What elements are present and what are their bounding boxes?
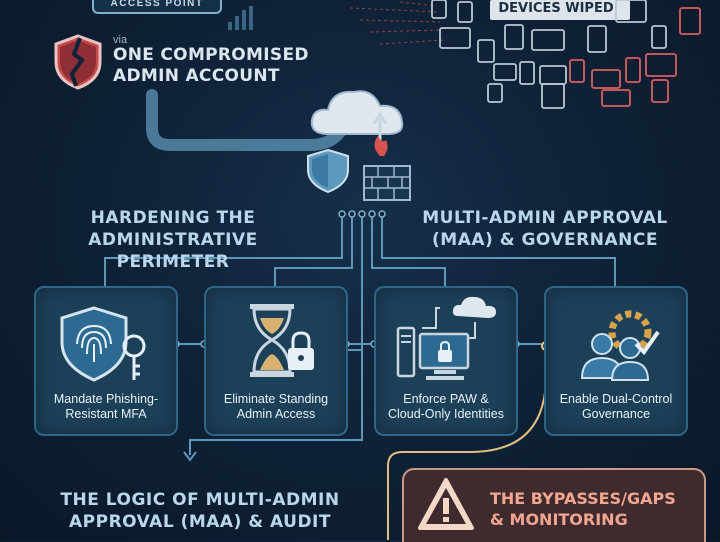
cloud-icon [310,90,404,135]
users-gear-check-icon [580,310,660,381]
bypass-monitoring-box: THE BYPASSES/GAPS & MONITORING [402,468,706,542]
section-header-maa-governance: MULTI-ADMIN APPROVAL (MAA) & GOVERNANCE [422,208,668,250]
firewall-icon [363,136,411,201]
bypass-connector [387,346,547,540]
shield-icon [307,148,349,194]
card-label: Enforce PAW & Cloud-Only Identities [387,392,505,421]
section-header-logic: THE LOGIC OF MULTI-ADMIN APPROVAL (MAA) … [60,490,340,532]
section-header-bypasses: THE BYPASSES/GAPS & MONITORING [490,489,676,529]
access-point-box: ACCESS POINT [92,0,222,14]
broken-shield-icon [54,34,102,90]
section-header-hardening: HARDENING THE ADMINISTRATIVE PERIMETER [88,208,258,272]
devices-wiped-banner [490,0,630,20]
shield-fingerprint-key-icon [60,306,146,382]
card-mfa[interactable]: Mandate Phishing- Resistant MFA [34,286,178,436]
trunk-lines [104,215,616,455]
access-point-text: ACCESS POINT [110,0,204,9]
card-label: Enable Dual-Control Governance [559,392,673,421]
workstation-lock-cloud-icon [396,296,496,380]
card-standing-access[interactable]: Eliminate Standing Admin Access [204,286,348,436]
card-dual-control[interactable]: Enable Dual-Control Governance [544,286,688,436]
card-label: Eliminate Standing Admin Access [223,392,329,421]
card-paw[interactable]: Enforce PAW & Cloud-Only Identities [374,286,518,436]
via-label: via [113,34,128,46]
bar-chart-icon [228,6,253,30]
compromised-account-title: ONE COMPROMISED ADMIN ACCOUNT [113,45,309,86]
card-label: Mandate Phishing- Resistant MFA [53,392,159,421]
devices-wiped-label: DEVICES WIPED [498,1,614,16]
cloud-security-cluster [307,90,411,201]
warning-triangle-icon [418,478,474,530]
hourglass-lock-icon [250,304,314,377]
wiped-devices-cluster [349,0,701,109]
